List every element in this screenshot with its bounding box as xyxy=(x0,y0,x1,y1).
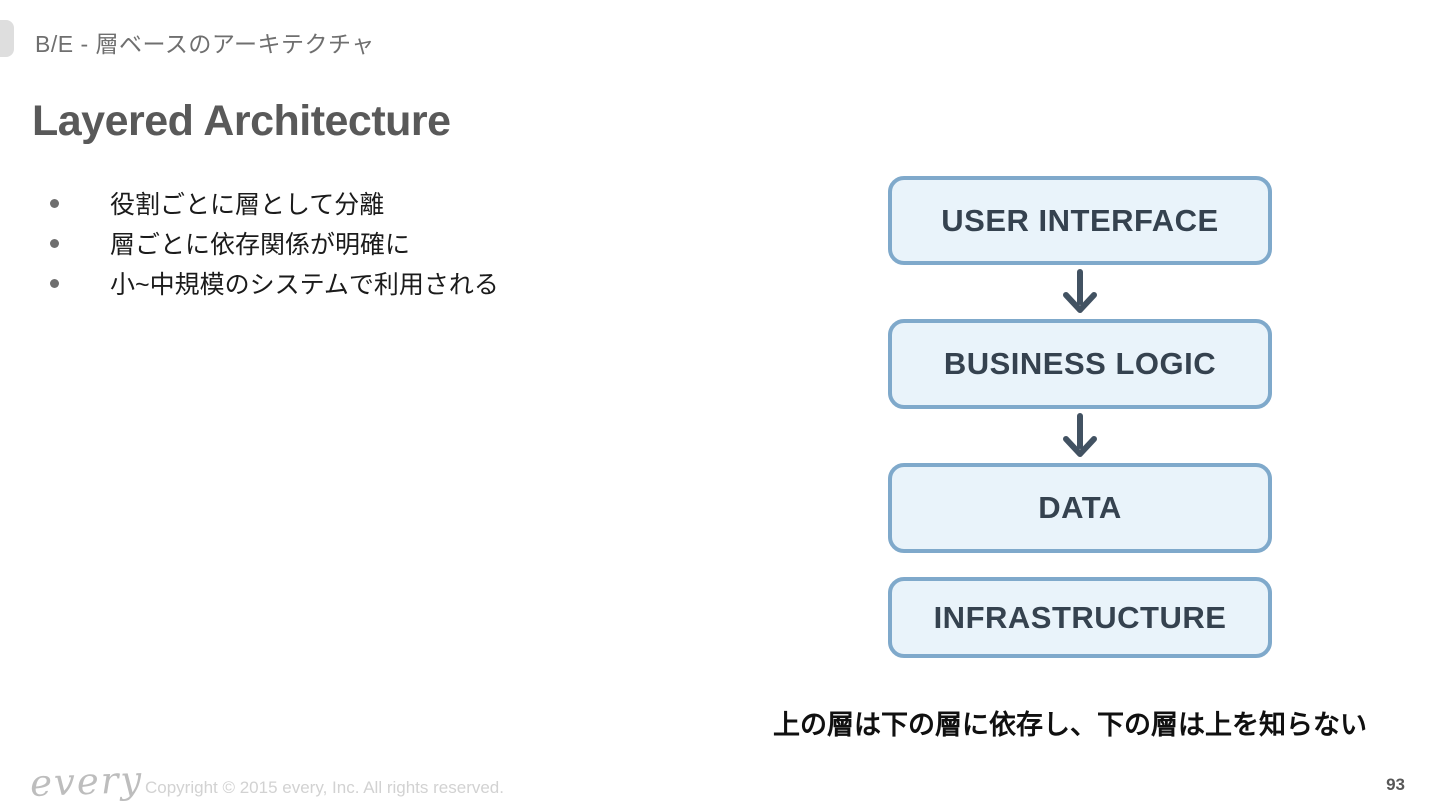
bullet-list: 役割ごとに層として分離 層ごとに依存関係が明確に 小~中規模のシステムで利用され… xyxy=(50,183,499,303)
list-item: 小~中規模のシステムで利用される xyxy=(50,263,499,303)
layer-label: DATA xyxy=(1038,490,1122,525)
copyright-text: Copyright © 2015 every, Inc. All rights … xyxy=(145,778,504,797)
breadcrumb: B/E - 層ベースのアーキテクチャ xyxy=(35,31,375,57)
list-item: 層ごとに依存関係が明確に xyxy=(50,223,499,263)
layer-box-infrastructure: INFRASTRUCTURE xyxy=(888,577,1272,658)
down-arrow-icon xyxy=(1063,413,1097,457)
bullet-text: 小~中規模のシステムで利用される xyxy=(110,271,499,299)
bullet-text: 層ごとに依存関係が明確に xyxy=(110,231,411,259)
down-arrow-icon xyxy=(1063,269,1097,313)
header-edge-tab xyxy=(0,20,14,57)
layer-label: BUSINESS LOGIC xyxy=(943,346,1217,381)
layer-label: INFRASTRUCTURE xyxy=(933,599,1227,635)
bullet-icon xyxy=(50,198,59,208)
layer-label: USER INTERFACE xyxy=(941,202,1219,238)
layer-box-business-logic: BUSINESS LOGIC xyxy=(888,319,1272,409)
layered-architecture-diagram: USER INTERFACE BUSINESS LOGIC DATA INFRA… xyxy=(888,176,1272,658)
every-logo: every xyxy=(29,758,145,805)
page-number: 93 xyxy=(1386,775,1405,794)
page-title: Layered Architecture xyxy=(32,97,451,145)
bullet-icon xyxy=(50,238,59,248)
bullet-text: 役割ごとに層として分離 xyxy=(110,191,385,219)
list-item: 役割ごとに層として分離 xyxy=(50,183,499,223)
layer-box-data: DATA xyxy=(888,463,1272,553)
bullet-icon xyxy=(50,278,59,288)
diagram-caption: 上の層は下の層に依存し、下の層は上を知らない xyxy=(773,710,1367,740)
layer-box-user-interface: USER INTERFACE xyxy=(888,176,1272,265)
